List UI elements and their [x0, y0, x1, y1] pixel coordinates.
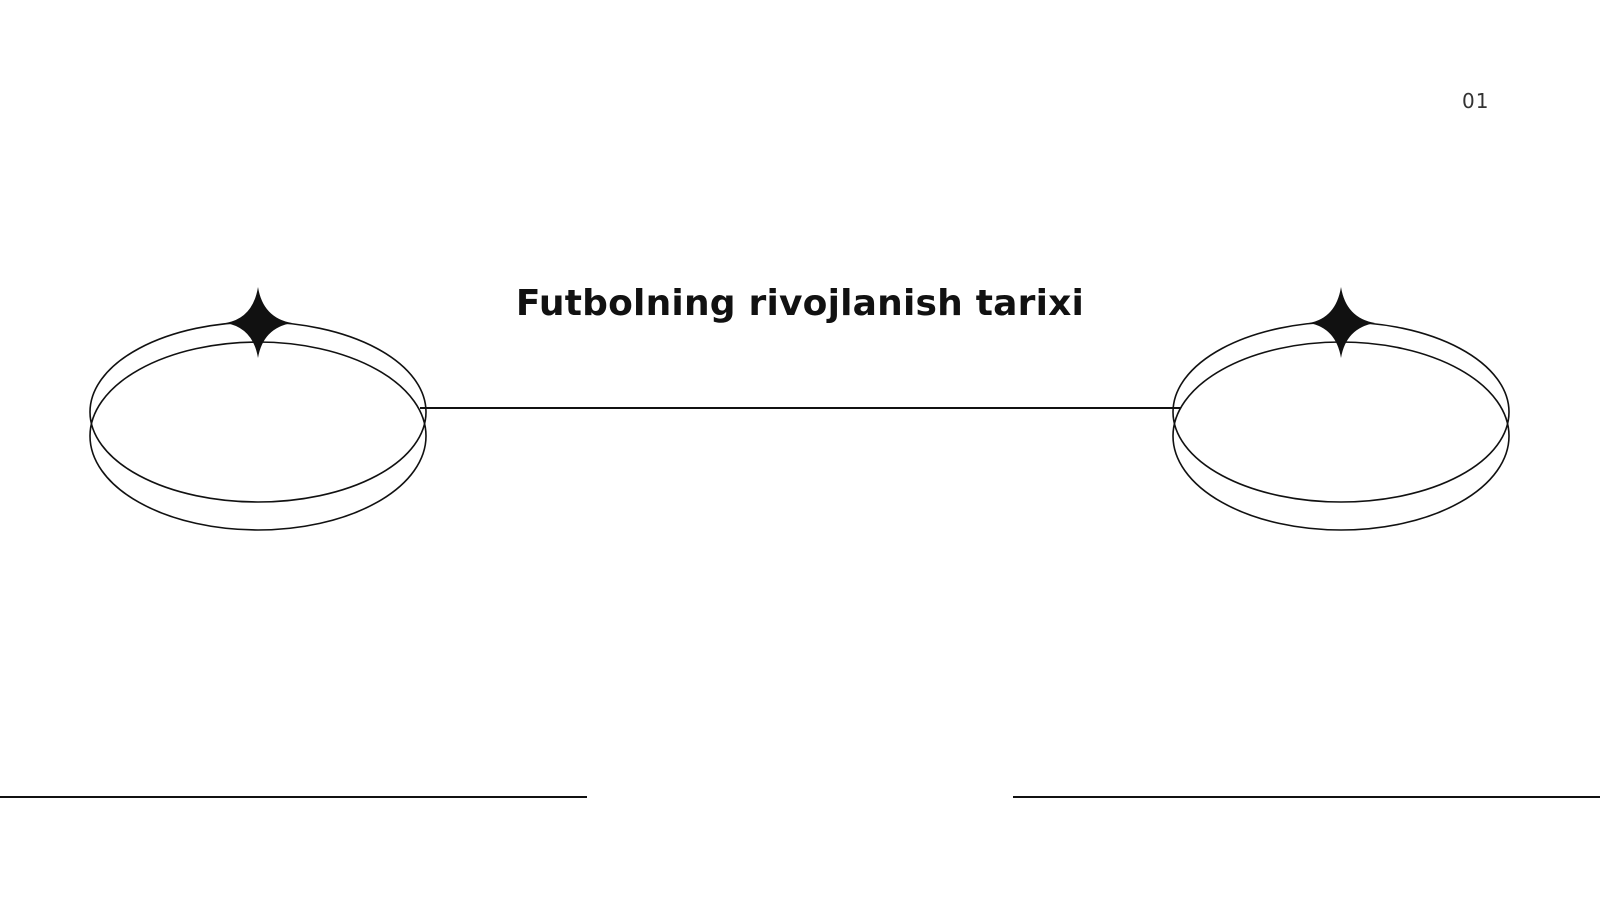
page-number: 01: [1462, 89, 1490, 113]
right-sparkle-icon: [1309, 287, 1375, 358]
slide-title: Futbolning rivojlanish tarixi: [515, 283, 1085, 324]
left-sparkle-icon: [226, 287, 292, 358]
